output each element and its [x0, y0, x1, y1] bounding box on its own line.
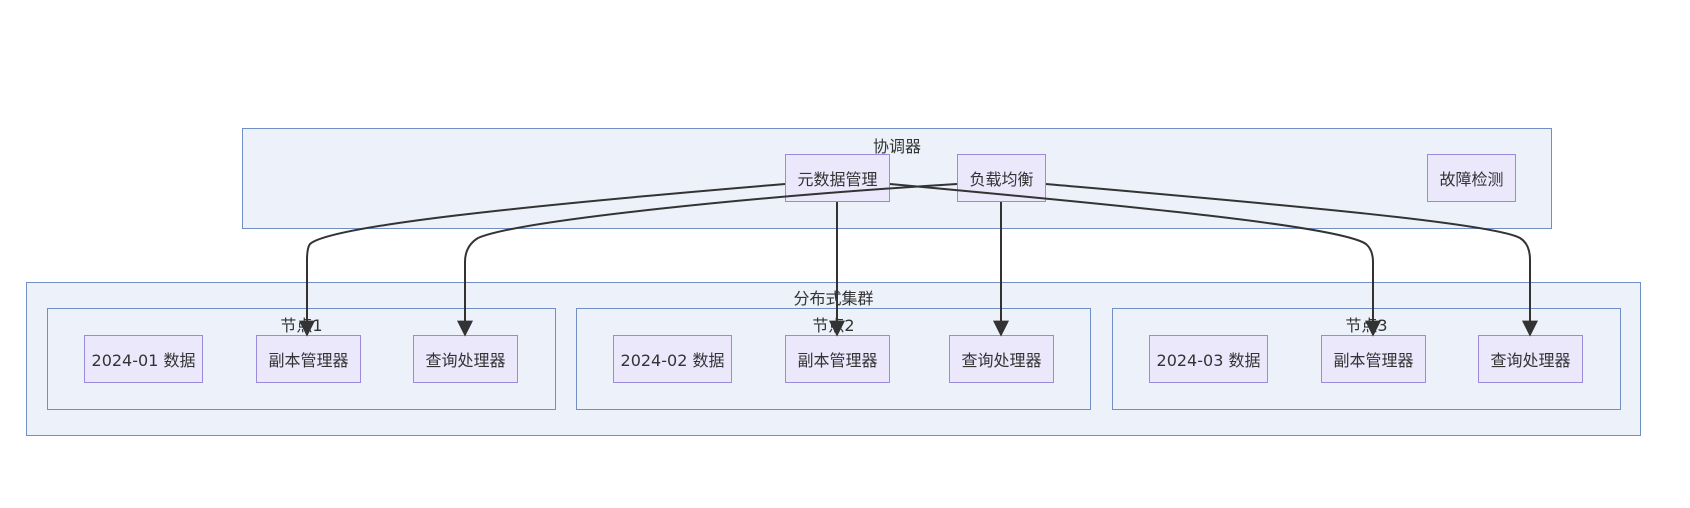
node3-data: 2024-03 数据 [1149, 335, 1268, 383]
coordinator-title: 协调器 [872, 137, 921, 156]
coordinator-cluster: 协调器 [242, 128, 1552, 229]
node3-title: 节点3 [1345, 316, 1388, 335]
node1-title: 节点1 [280, 316, 323, 335]
load-balancing-node: 负载均衡 [957, 154, 1046, 202]
node1-query-processor: 查询处理器 [413, 335, 518, 383]
node3-replica-manager: 副本管理器 [1321, 335, 1426, 383]
node1-replica-manager: 副本管理器 [256, 335, 361, 383]
node2-title: 节点2 [812, 316, 855, 335]
metadata-management-node: 元数据管理 [785, 154, 890, 202]
node2-data: 2024-02 数据 [613, 335, 732, 383]
node2-query-processor: 查询处理器 [949, 335, 1054, 383]
distributed-cluster-title: 分布式集群 [793, 289, 874, 308]
node3-query-processor: 查询处理器 [1478, 335, 1583, 383]
node1-data: 2024-01 数据 [84, 335, 203, 383]
fault-detection-node: 故障检测 [1427, 154, 1516, 202]
node2-replica-manager: 副本管理器 [785, 335, 890, 383]
